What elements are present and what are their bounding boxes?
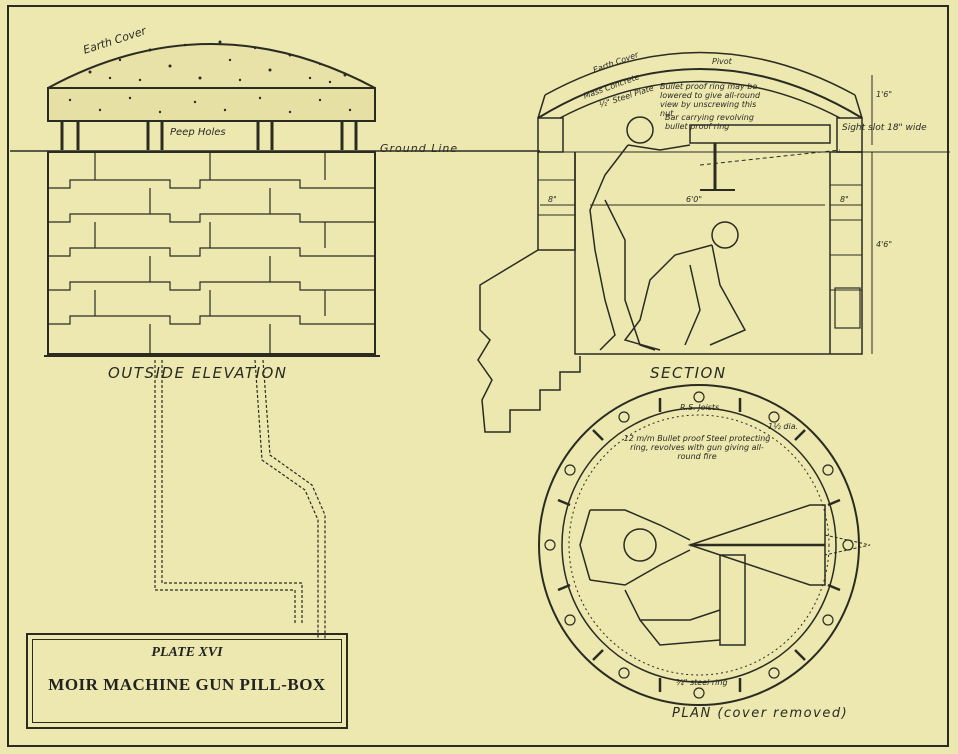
section-arch-outer	[537, 68, 863, 119]
plan-bolt-holes	[544, 391, 854, 699]
block-wall	[47, 151, 376, 355]
plan-inner-ring	[561, 407, 837, 683]
plan-clamps	[557, 398, 841, 692]
plate-border	[7, 5, 949, 747]
slab-texture	[68, 96, 352, 114]
section-floor-walls	[574, 151, 863, 355]
rs-joists-label: R.S. Joists	[680, 403, 720, 412]
plan-view	[538, 384, 871, 706]
ground-line-label: Ground Line	[380, 142, 459, 155]
dim-wall-right: 8"	[840, 195, 849, 204]
pivot-label: Pivot	[712, 57, 732, 66]
dim-wall-left: 8"	[548, 195, 557, 204]
plate-title: MOIR MACHINE GUN PILL-BOX	[48, 675, 326, 694]
plan-outer-ring	[538, 384, 860, 706]
section-caption: SECTION	[650, 364, 727, 382]
peep-holes-label: Peep Holes	[170, 127, 226, 138]
elevation-caption: OUTSIDE ELEVATION	[108, 364, 288, 382]
section-soldier-kneeling	[623, 221, 747, 351]
section-stairs	[477, 249, 581, 433]
section-soldier-standing	[589, 116, 691, 351]
earth-texture	[88, 40, 347, 84]
dia-label: 1½ dia.	[768, 422, 799, 431]
title-box: PLATE XVI MOIR MACHINE GUN PILL-BOX	[26, 633, 348, 729]
plan-caption: PLAN (cover removed)	[672, 706, 849, 721]
bullet-ring-note: Bullet proof ring may be lowered to give…	[660, 82, 761, 118]
plan-soldier	[579, 509, 721, 646]
plate-number: PLATE XVI	[151, 645, 223, 660]
block-courses	[48, 152, 375, 354]
ring-note: 12 m/m Bullet proof Steel protecting rin…	[623, 434, 771, 461]
section-arch-inner	[559, 80, 841, 119]
dim-width: 6'0"	[686, 195, 703, 204]
section-view	[477, 51, 873, 433]
bar-note: Bar carrying revolving bullet proof ring	[665, 113, 754, 131]
steel-ring-label: ¾" steel ring	[676, 678, 728, 687]
trench-path	[154, 359, 326, 640]
outside-elevation	[44, 40, 380, 357]
title-box-inner	[32, 639, 342, 723]
sight-slot-label: Sight slot 18" wide	[842, 123, 927, 133]
section-gun	[689, 124, 831, 144]
support-posts	[60, 121, 358, 150]
roof-slab	[47, 87, 376, 122]
dim-height: 4'6"	[876, 240, 893, 249]
dim-top: 1'6"	[876, 90, 893, 99]
